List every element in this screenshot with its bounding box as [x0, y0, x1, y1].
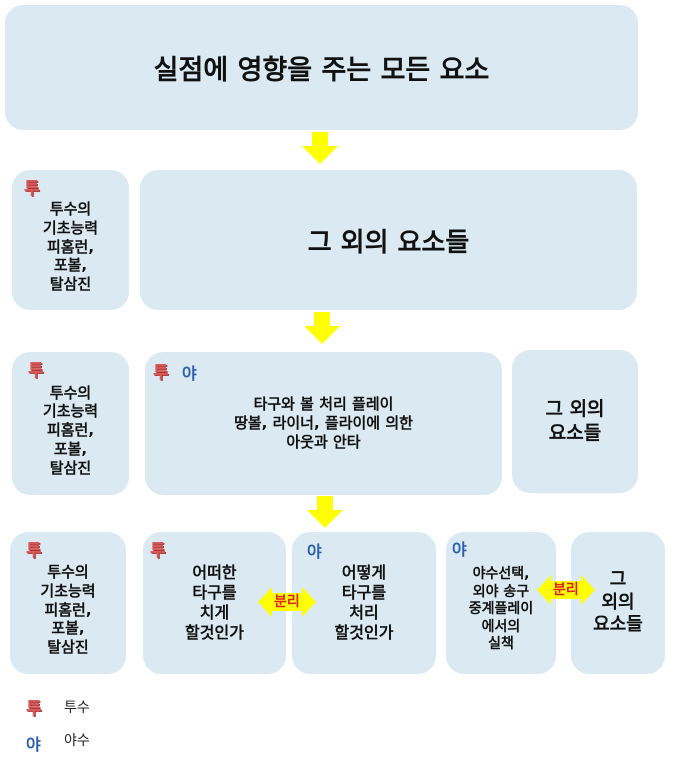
fielder-mark-icon: 야 — [452, 540, 467, 559]
legend-fielder-icon: 야 — [26, 735, 41, 754]
legend-pitcher-icon: 투 — [26, 699, 42, 719]
legend-pitcher-label: 투수 — [64, 700, 90, 716]
level4-pitcher-box: 투수의 기초능력 피홈런, 포볼, 탈삼진 — [10, 532, 126, 674]
box-text: 야수선택, 외야 송구 중계플레이 에서의 실책 — [468, 566, 534, 653]
level2-other-box: 그 외의 요소들 — [140, 170, 637, 310]
box-text: 타구와 볼 처리 플레이 땅볼, 라이너, 플라이에 의한 아웃과 안타 — [234, 395, 413, 451]
box-text: 어떠한 타구를 치게 할것인가 — [185, 563, 244, 642]
box-text: 투수의 기초능력 피홈런, 포볼, 탈삼진 — [42, 383, 99, 477]
fielder-mark-icon: 야 — [182, 364, 197, 383]
level4-fielding-box: 야수선택, 외야 송구 중계플레이 에서의 실책 — [446, 532, 556, 674]
level1-box: 실점에 영향을 주는 모든 요소 — [5, 5, 638, 130]
fielder-mark-icon: 야 — [307, 542, 322, 561]
pitcher-mark-icon: 투 — [24, 179, 40, 199]
box-text: 그 외의 요소들 — [307, 227, 470, 258]
box-text: 투수의 기초능력 피홈런, 포볼, 탈삼진 — [42, 200, 99, 294]
legend-fielder-label: 야수 — [64, 733, 90, 749]
level1-title: 실점에 영향을 주는 모든 요소 — [153, 55, 490, 86]
level4-handling-box: 어떻게 타구를 처리 할것인가 — [292, 532, 436, 674]
separate-label: 분리 — [551, 581, 581, 599]
box-text: 투수의 기초능력 피홈런, 포볼, 탈삼진 — [40, 563, 96, 657]
box-text: 그 외의 요소들 — [545, 397, 605, 444]
level3-other-box: 그 외의 요소들 — [512, 350, 638, 493]
box-text: 그 외의 요소들 — [593, 569, 643, 636]
pitcher-mark-icon: 투 — [150, 541, 166, 561]
pitcher-mark-icon: 투 — [153, 363, 169, 383]
separate-double-arrow-icon: 분리 — [258, 587, 316, 617]
level3-batted-ball-box: 타구와 볼 처리 플레이 땅볼, 라이너, 플라이에 의한 아웃과 안타 — [145, 352, 502, 495]
box-text: 어떻게 타구를 처리 할것인가 — [334, 563, 394, 642]
pitcher-mark-icon: 투 — [28, 361, 44, 381]
pitcher-mark-icon: 투 — [26, 541, 42, 561]
separate-double-arrow-icon: 분리 — [537, 575, 595, 605]
level3-pitcher-box: 투수의 기초능력 피홈런, 포볼, 탈삼진 — [12, 352, 129, 495]
level2-pitcher-box: 투수의 기초능력 피홈런, 포볼, 탈삼진 — [12, 170, 129, 310]
separate-label: 분리 — [272, 593, 302, 611]
